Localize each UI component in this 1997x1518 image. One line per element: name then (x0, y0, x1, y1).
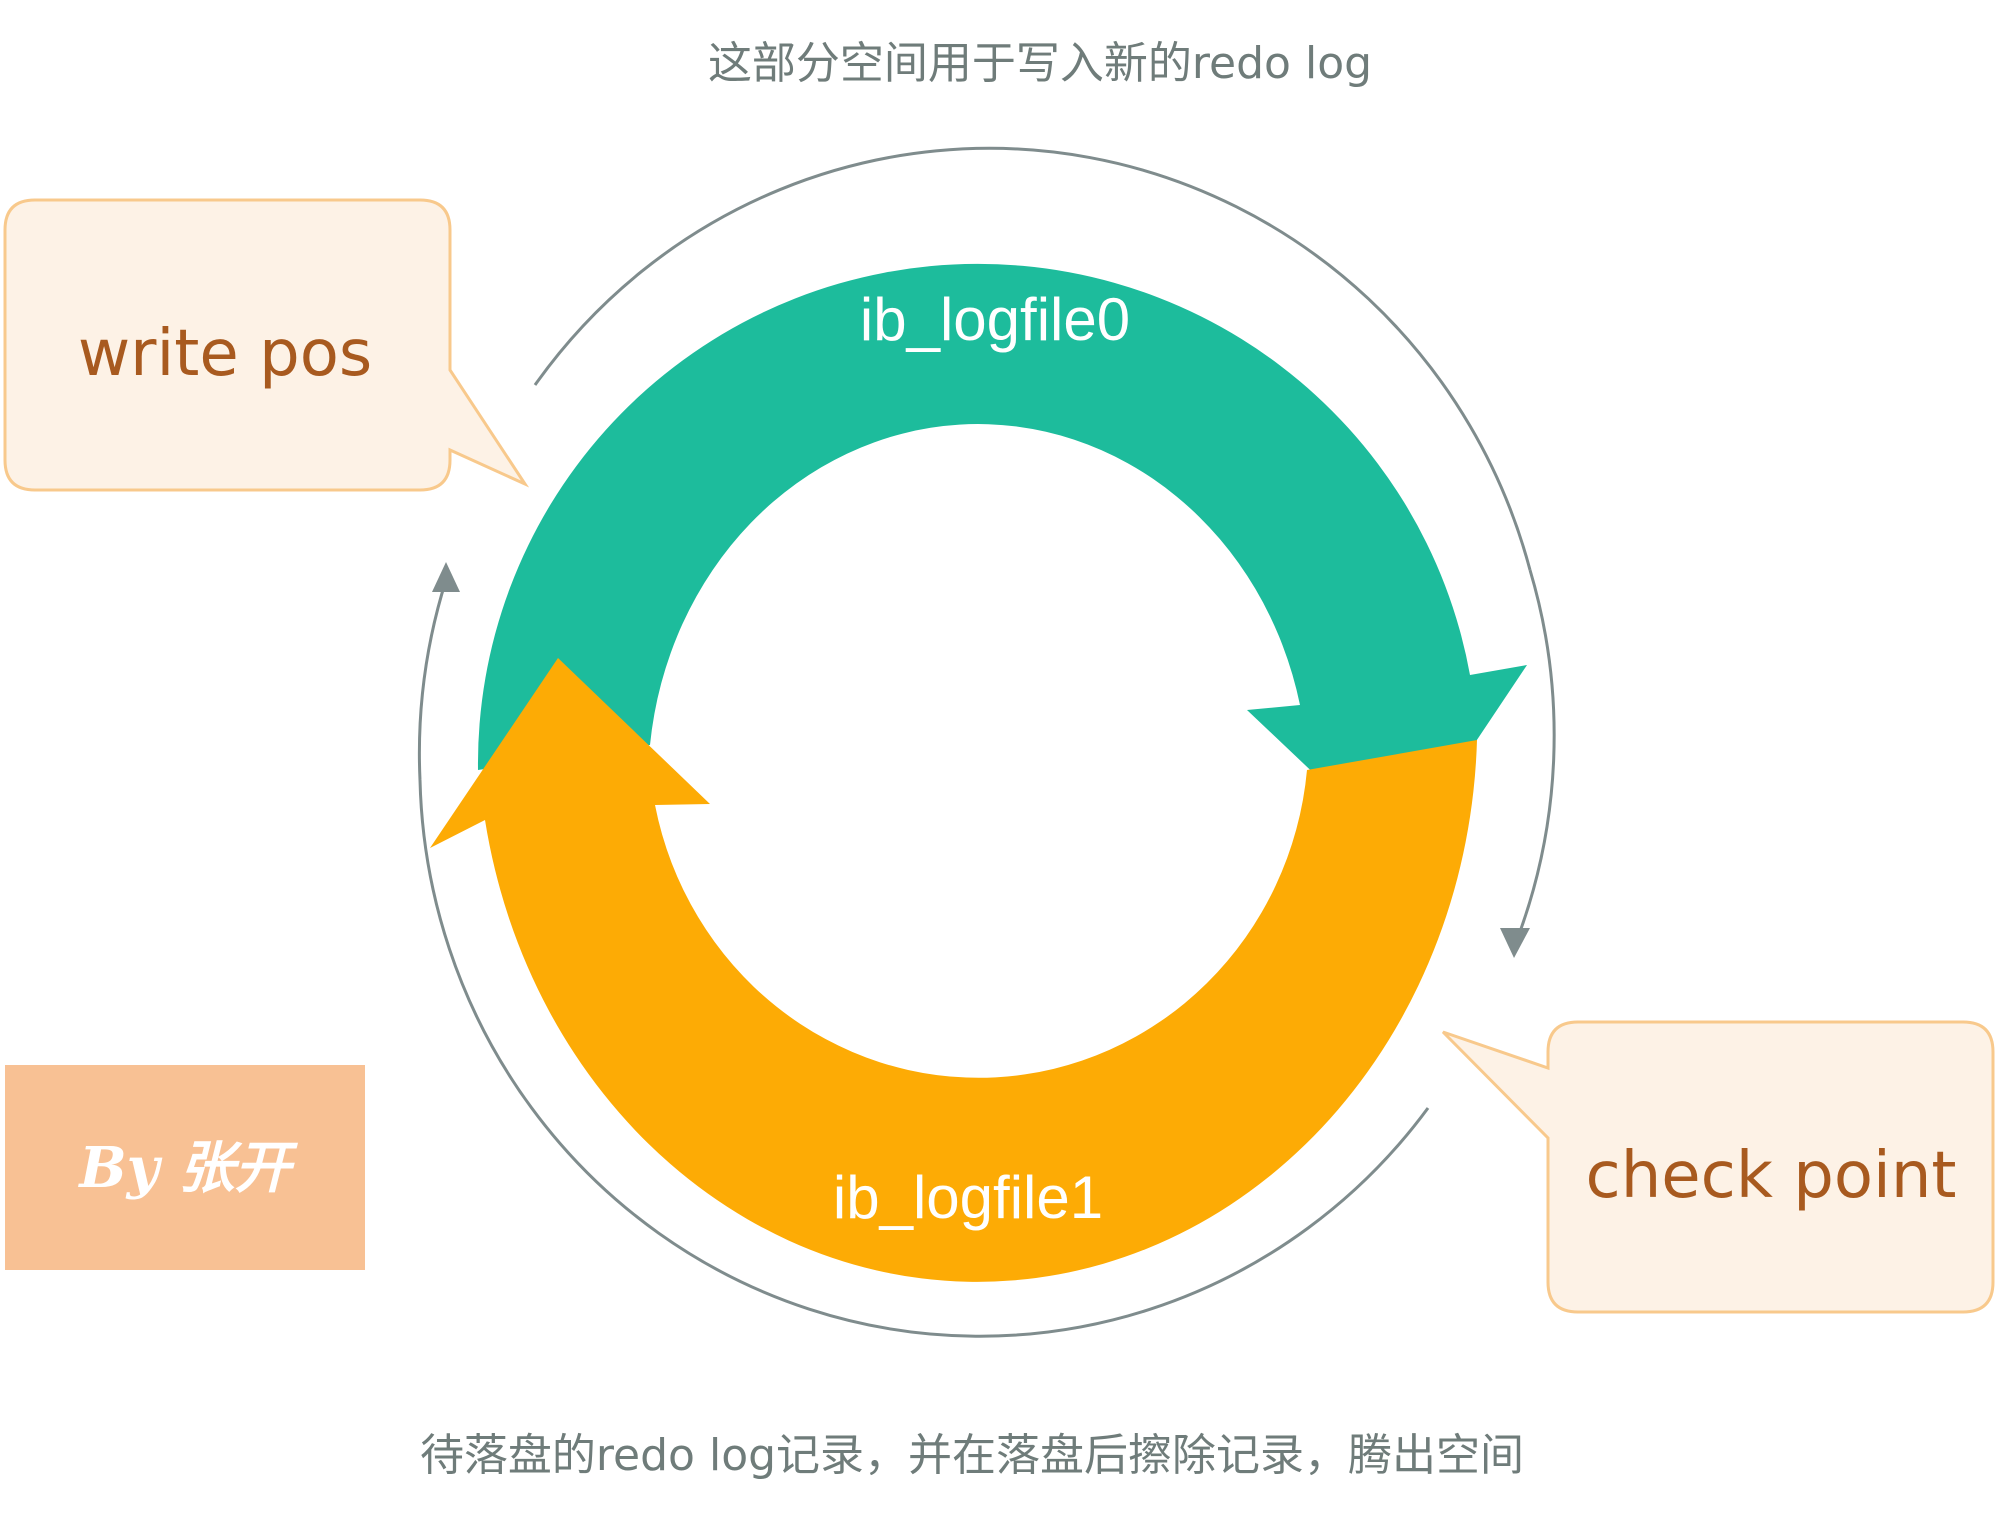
write-pos-label: write pos (78, 317, 372, 391)
ib-logfile1-arrow (430, 658, 1477, 1282)
outer-guide-bottom-arc (418, 779, 1430, 1338)
top-caption: 这部分空间用于写入新的redo log (708, 38, 1372, 89)
outer-guide-up-arrow-icon (432, 562, 460, 592)
signature-box (5, 1065, 365, 1270)
ib-logfile0-arrow (477, 263, 1527, 855)
check-point-label: check point (1586, 1139, 1957, 1213)
bottom-caption: 待落盘的redo log记录，并在落盘后擦除记录，腾出空间 (420, 1430, 1524, 1481)
ib-logfile1-label: ib_logfile1 (833, 1164, 1103, 1231)
signature-text: By 张开 (77, 1135, 298, 1201)
outer-guide-right-arc (1513, 569, 1556, 946)
ib-logfile0-label: ib_logfile0 (860, 286, 1130, 353)
write-pos-callout (3, 198, 530, 492)
outer-guide-top-arc (533, 146, 1532, 571)
outer-guide-down-arrow-icon (1500, 928, 1530, 958)
outer-guide-left-arc (417, 579, 448, 781)
check-point-callout (1441, 1020, 1995, 1314)
